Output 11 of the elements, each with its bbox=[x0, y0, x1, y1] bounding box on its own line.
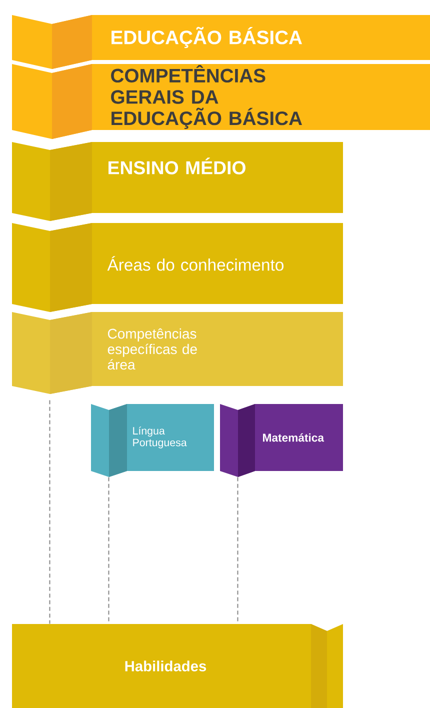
folded-banner: Matemática bbox=[220, 404, 343, 477]
dashed-line bbox=[49, 400, 50, 624]
node-label: EDUCAÇÃO BÁSICA bbox=[112, 26, 302, 48]
dashed-line bbox=[237, 477, 238, 624]
dashed-line bbox=[108, 477, 110, 624]
folded-banner: Áreas do conhecimento bbox=[12, 223, 343, 312]
folded-banner: ENSINO MÉDIO bbox=[12, 142, 343, 221]
folded-banner: COMPETÊNCIAS GERAIS DA EDUCAÇÃO BÁSICA bbox=[12, 64, 430, 139]
folded-banner: Língua Portuguesa bbox=[91, 404, 214, 477]
folded-banner: Competências específicas de área bbox=[12, 312, 343, 394]
folded-banner: Habilidades bbox=[12, 624, 343, 708]
